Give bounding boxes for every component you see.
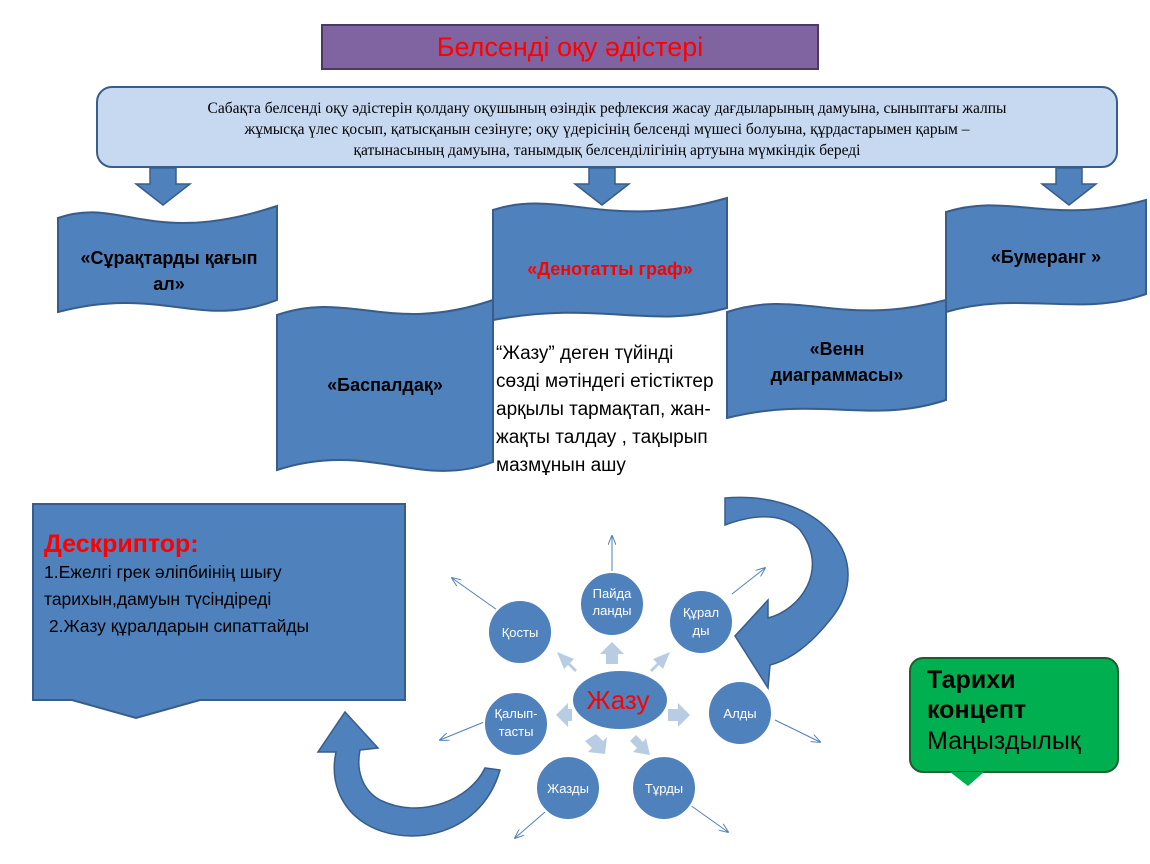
descriptor-content: Дескриптор: 1.Ежелгі грек әліпбиінің шығ… (44, 530, 394, 640)
concept-title-line2: концепт (927, 696, 1027, 724)
node-turdy: Тұрды (631, 755, 697, 821)
intro-line: Сабақта белсенді оқу әдістерін қолдану о… (207, 100, 1007, 117)
method-venn: «Венн диаграммасы» (730, 336, 944, 388)
banner-boomerang (945, 198, 1147, 314)
node-paid: Пайда ланды (579, 571, 645, 637)
center-label: Жазу (586, 685, 649, 715)
node-aldy: Алды (707, 680, 773, 746)
curved-arrow-left (316, 710, 501, 837)
node-paid-line1: Пайда (593, 586, 632, 601)
node-turdy-label: Тұрды (645, 781, 683, 796)
node-qalyp: Қалып- тасты (483, 691, 549, 757)
banner-venn (726, 298, 947, 420)
node-paid-line2: ланды (593, 603, 632, 618)
intro-line: қатынасының дамуына, танымдық белсенділі… (353, 142, 861, 159)
concept-title: Тарихи концепт (927, 665, 1101, 725)
denotat-description: “Жазу” деген түйінді сөзді мәтіндегі еті… (496, 343, 714, 476)
node-center: Жазу (571, 669, 669, 731)
intro-line: жұмысқа үлес қосып, қатысқанын сезінуге;… (244, 121, 970, 138)
concept-subtitle: Маңыздылық (927, 727, 1081, 755)
down-arrow-right (1039, 167, 1099, 206)
descriptor-title: Дескриптор: (44, 530, 199, 558)
method-venn-line2: диаграммасы» (770, 365, 904, 385)
concept-pointer (950, 772, 984, 786)
page-title: Белсенді оқу әдістері (321, 24, 819, 70)
node-qosty-label: Қосты (502, 625, 539, 640)
method-questions-line1: «Сұрақтарды қағып (80, 248, 258, 268)
intro-box: Сабақта белсенді оқу әдістерін қолдану о… (96, 86, 1118, 168)
down-arrow-left (133, 167, 193, 206)
descriptor-item: 1.Ежелгі грек әліпбиінің шығу (44, 562, 282, 582)
curved-arrow-right (724, 496, 849, 691)
down-arrow-middle (572, 167, 632, 206)
node-qalyp-line2: тасты (499, 724, 534, 739)
banner-denotat (492, 196, 728, 322)
node-jazdy: Жазды (535, 755, 601, 821)
method-ladder: «Баспалдақ» (327, 375, 443, 395)
descriptor-box (32, 503, 406, 720)
node-jazdy-label: Жазды (547, 781, 589, 796)
method-questions: «Сұрақтарды қағып ал» (62, 245, 276, 297)
node-qalyp-line1: Қалып- (494, 706, 537, 721)
descriptor-item: тарихын,дамуын түсіндіреді (44, 589, 272, 609)
method-questions-line2: ал» (153, 274, 185, 294)
node-aldy-label: Алды (723, 706, 756, 721)
descriptor-item: 2.Жазу құралдарын сипаттайды (44, 616, 310, 636)
node-qural-line1: Құрал (683, 605, 719, 620)
node-qural-line2: ды (693, 623, 710, 638)
node-qosty: Қосты (487, 599, 553, 665)
method-venn-line1: «Венн (809, 339, 865, 359)
method-boomerang: «Бумеранг » (990, 247, 1102, 267)
method-denotat: «Денотатты граф» (527, 259, 693, 279)
node-qural: Құрал ды (668, 589, 734, 655)
concept-box: Тарихи концепт Маңыздылық (909, 657, 1119, 773)
concept-title-line1: Тарихи (927, 666, 1016, 694)
banner-ladder (276, 298, 494, 472)
banner-questions (57, 204, 278, 314)
